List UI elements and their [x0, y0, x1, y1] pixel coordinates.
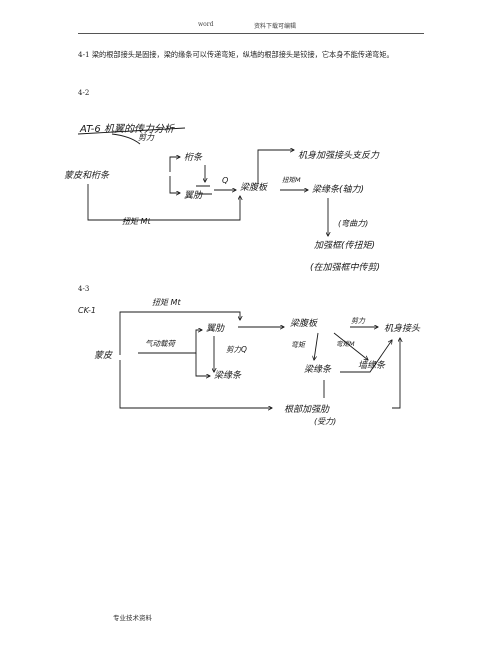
d43-spar-web: 梁腹板	[290, 318, 319, 329]
d42-stroke-marks	[196, 185, 212, 195]
d43-arrow-rib	[138, 330, 202, 354]
section-label-4-2: 4-2	[78, 89, 90, 97]
d42-title-underline	[77, 127, 186, 135]
d43-tag: CK-1	[78, 306, 96, 315]
d42-q: Q	[222, 176, 228, 185]
d43-shear: 剪力	[351, 317, 366, 325]
d42-root-joint: 机身加强接头支反力	[298, 150, 380, 161]
d43-torque: 扭矩 Mt	[152, 298, 181, 307]
d42-torque: 扭矩 Mt	[122, 217, 151, 226]
d43-wall: 墙缘条	[358, 360, 386, 371]
d43-arrow-wall	[333, 332, 368, 360]
d42-shear: 剪力	[138, 133, 155, 142]
d43-torque-loop	[119, 311, 240, 355]
d43-arrow-root-joint	[392, 338, 400, 409]
d43-spar-cap: 梁缘条	[304, 364, 332, 375]
d42-spar-load: (弯曲力)	[338, 219, 368, 228]
d42-shear-m: 扭矩M	[282, 176, 301, 184]
d42-rib: 翼肋	[184, 190, 203, 201]
d43-spar-web-left: 梁缘条	[214, 370, 242, 381]
d42-frame-note: (在加强框中传剪)	[310, 262, 380, 273]
d42-title: AT-6 机翼的传力分析	[79, 123, 175, 135]
d42-skin: 蒙皮和桁条	[64, 170, 110, 181]
d43-bending-m: 弯矩M	[336, 340, 355, 348]
d43-arrow-root-rib	[119, 360, 272, 408]
d43-root-rib-note: (受力)	[314, 417, 336, 426]
diagram-4-3: CK-1 扭矩 Mt 蒙皮 气动载荷 翼肋 剪力Q 梁缘条 梁腹板 剪力 机身接…	[78, 298, 421, 426]
d43-moment: 弯矩	[291, 341, 306, 349]
d42-arrow-rib	[169, 176, 180, 193]
d42-arrow-stringer	[169, 157, 180, 172]
d43-air-load: 气动载荷	[145, 339, 176, 348]
d43-rib: 翼肋	[206, 323, 225, 334]
header-right: 资料下载可编辑	[254, 23, 297, 30]
d43-skin: 蒙皮	[94, 350, 113, 361]
d43-shear-q: 剪力Q	[226, 345, 247, 354]
d43-arrow-cap	[314, 332, 319, 360]
section-label-4-3: 4-3	[78, 285, 90, 293]
diagram-4-2: AT-6 机翼的传力分析 剪力 蒙皮和桁条 桁条 翼肋 Q 梁腹板 机身加强接头…	[64, 123, 380, 273]
d43-root-rib: 根部加强肋	[284, 404, 330, 415]
d42-shear-stroke	[111, 133, 141, 145]
d42-arrow-root	[257, 150, 294, 184]
header-left: word	[198, 21, 214, 28]
d43-fuselage-joint: 机身接头	[384, 323, 421, 334]
d42-spar-web: 梁腹板	[240, 182, 269, 193]
d43-arrow-spar-flange	[195, 353, 210, 376]
header-divider	[78, 33, 424, 34]
d42-frame: 加强框(传扭矩)	[314, 240, 375, 251]
page-footer: 专业技术资料	[113, 614, 152, 622]
d43-arrow-cap-joint	[340, 340, 392, 373]
d42-spar-cap: 梁缘条(轴力)	[312, 184, 364, 195]
answer-4-1: 4-1 梁的根部接头是固接，梁的缘条可以传递弯矩，纵墙的根部接头是铰接，它本身不…	[78, 50, 394, 59]
d42-stringer: 桁条	[184, 152, 203, 163]
d42-torque-loop	[87, 184, 240, 221]
